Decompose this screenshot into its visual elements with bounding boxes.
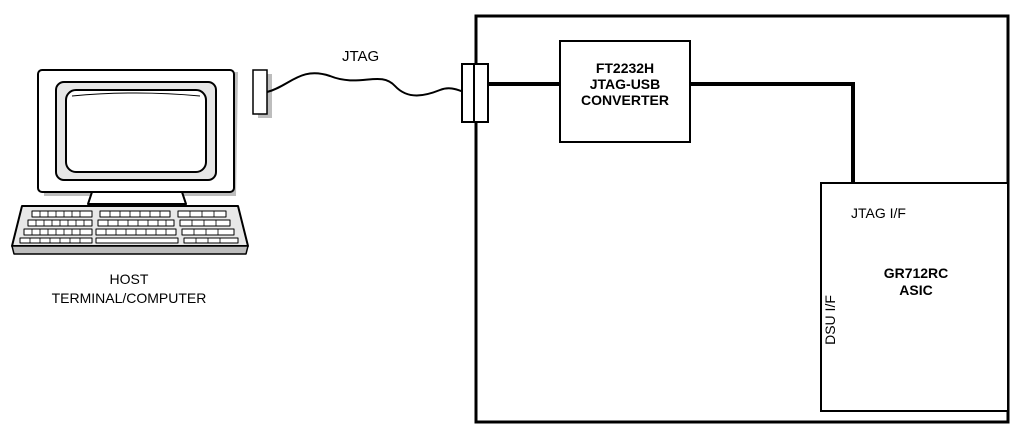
jtag-cable-label: JTAG — [342, 48, 380, 65]
converter-box — [559, 40, 691, 143]
jtag-wire — [690, 82, 855, 183]
asic-label: GR712RC ASIC — [866, 265, 966, 299]
host-label-line2: TERMINAL/COMPUTER — [51, 290, 207, 306]
converter-label: FT2232H JTAG-USB CONVERTER — [560, 60, 690, 108]
jtag-cable — [252, 69, 465, 118]
host-label-line1: HOST — [109, 271, 149, 287]
computer-icon — [11, 69, 249, 255]
converter-label-line1: FT2232H — [595, 60, 655, 76]
jtag-if-label: JTAG I/F — [851, 205, 906, 221]
converter-label-line2: JTAG-USB — [589, 76, 661, 92]
asic-label-line1: GR712RC — [883, 265, 949, 281]
dsu-if-label: DSU I/F — [822, 295, 838, 345]
board-connector — [461, 63, 489, 123]
asic-label-line2: ASIC — [899, 282, 933, 298]
asic-box — [820, 182, 1009, 412]
converter-label-line3: CONVERTER — [581, 92, 669, 108]
